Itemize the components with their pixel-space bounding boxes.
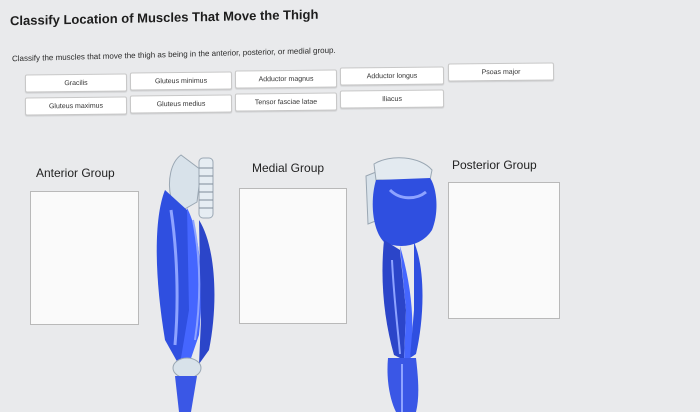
- instructions-text: Classify the muscles that move the thigh…: [12, 45, 336, 64]
- page-title: Classify Location of Muscles That Move t…: [10, 6, 319, 29]
- medial-drop-zone[interactable]: [239, 188, 347, 324]
- tile-adductor-longus[interactable]: Adductor longus: [339, 66, 445, 86]
- anterior-group-label: Anterior Group: [36, 166, 115, 180]
- anterior-thigh-illustration: [156, 154, 215, 412]
- tile-gluteus-minimus[interactable]: Gluteus minimus: [129, 71, 233, 91]
- tile-adductor-magnus[interactable]: Adductor magnus: [234, 69, 338, 89]
- tile-tensor-fasciae-latae[interactable]: Tensor fasciae latae: [234, 92, 338, 112]
- medial-group-label: Medial Group: [252, 161, 325, 175]
- tile-gluteus-medius[interactable]: Gluteus medius: [129, 94, 233, 114]
- tile-iliacus[interactable]: Iliacus: [339, 89, 445, 109]
- tile-gluteus-maximus[interactable]: Gluteus maximus: [24, 96, 128, 116]
- anterior-drop-zone[interactable]: [30, 191, 139, 325]
- tile-psoas-major[interactable]: Psoas major: [447, 62, 555, 82]
- tile-gracilis[interactable]: Gracilis: [24, 73, 128, 93]
- posterior-thigh-illustration: [365, 157, 437, 412]
- posterior-drop-zone[interactable]: [448, 182, 560, 319]
- posterior-group-label: Posterior Group: [452, 158, 537, 172]
